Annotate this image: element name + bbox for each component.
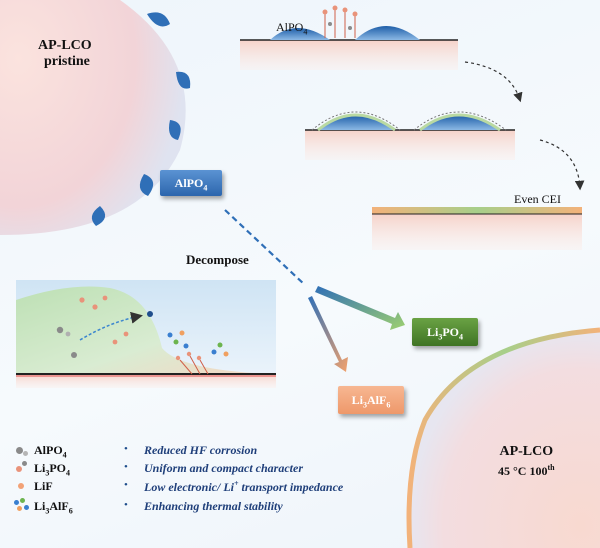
legend-row-li3po4: Li3PO4 • Uniform and compact character <box>14 460 434 478</box>
legend-name-li3po4: Li3PO4 <box>34 461 70 477</box>
alpo4-marker-icon <box>16 447 23 454</box>
pristine-label-line1: AP-LCO <box>38 38 92 53</box>
li3po4-marker-icon-small <box>22 461 27 466</box>
chip-li3po4-sub2: 4 <box>459 332 463 342</box>
arrow-to-li3po4 <box>315 286 405 330</box>
decompose-arrow <box>224 209 306 286</box>
cycled-label-line2-sup: th <box>547 463 555 472</box>
li3alf6-marker-icon-blue2 <box>24 505 29 510</box>
legend-name-li3alf6-main: Li <box>34 499 46 513</box>
cycled-label-line1: AP-LCO <box>499 444 554 459</box>
legend-name-li3po4-sub2: 4 <box>66 468 71 478</box>
chip-li3alf6-main: Li <box>351 393 363 407</box>
legend-name-li3alf6-rest: AlF <box>49 499 69 513</box>
legend-row-li3alf6: Li3AlF6 • Enhancing thermal stability <box>14 498 434 516</box>
chip-li3alf6-sub2: 6 <box>386 400 391 410</box>
chip-li3po4-mid: PO <box>442 325 459 339</box>
chip-alpo4-main: AlPO <box>174 176 204 190</box>
cycled-label-line2: 45 °C 100th <box>498 460 555 479</box>
legend-bullet-2: • <box>124 461 128 473</box>
legend-name-li3po4-main: Li <box>34 461 46 475</box>
legend-name-li3alf6: Li3AlF6 <box>34 499 73 515</box>
cycled-label: AP-LCO 45 °C 100th <box>498 444 555 479</box>
legend-name-li3alf6-sub: 3 <box>45 506 50 516</box>
even-cei-label: Even CEI <box>514 192 561 206</box>
top-alpo4-label-main: AlPO <box>276 20 304 34</box>
legend-desc-li3po4: Uniform and compact character <box>144 461 303 475</box>
legend-name-alpo4: AlPO4 <box>34 443 67 459</box>
chip-li3po4: Li3PO4 <box>412 318 478 346</box>
chip-alpo4-sub: 4 <box>203 183 208 193</box>
legend-row-alpo4: AlPO4 • Reduced HF corrosion <box>14 442 434 460</box>
legend-name-li3po4-sub: 3 <box>45 468 50 478</box>
li3po4-marker-icon <box>16 466 22 472</box>
legend-name-lif: LiF <box>34 479 53 493</box>
dashed-arrow-stage-2-3 <box>539 139 585 191</box>
chip-alpo4: AlPO4 <box>160 170 222 196</box>
pristine-label: AP-LCO pristine <box>38 38 92 70</box>
stage-3-substrate <box>372 207 582 250</box>
li3alf6-marker-icon-green <box>20 498 25 503</box>
legend-name-alpo4-sub: 4 <box>62 450 67 460</box>
dashed-arrow-stage-1-2 <box>464 61 523 103</box>
legend-desc-alpo4: Reduced HF corrosion <box>144 443 258 457</box>
stage-1-substrate <box>240 5 458 70</box>
legend-bullet-3: • <box>124 479 128 491</box>
lif-marker-icon <box>18 483 24 489</box>
cycled-label-line2-text: 45 °C 100 <box>498 464 548 478</box>
legend-name-li3po4-rest: PO <box>49 461 67 475</box>
chip-li3alf6-sub1: 3 <box>363 400 367 410</box>
decompose-label: Decompose <box>186 252 249 267</box>
legend-desc-lif-sup: + <box>233 479 239 488</box>
pristine-label-line2: pristine <box>44 54 90 69</box>
alpo4-marker-icon-small <box>23 451 28 456</box>
top-alpo4-label: AlPO4 <box>276 20 307 36</box>
cycled-particle <box>406 327 600 548</box>
pristine-particle <box>0 0 191 235</box>
legend-name-li3alf6-sub2: 6 <box>68 506 73 516</box>
li3alf6-marker-icon-orange <box>17 506 22 511</box>
legend-desc-lif: Low electronic/ Li+ transport impedance <box>144 479 343 495</box>
interface-scene <box>16 280 276 388</box>
legend-desc-lif-rest: transport impedance <box>238 480 344 494</box>
legend-row-lif: LiF • Low electronic/ Li+ transport impe… <box>14 478 434 496</box>
li3alf6-marker-icon <box>14 500 19 505</box>
legend-desc-li3alf6: Enhancing thermal stability <box>144 499 283 513</box>
chip-li3po4-main: Li <box>426 325 439 339</box>
chip-li3po4-sub1: 3 <box>438 332 443 342</box>
legend-desc-lif-main: Low electronic/ Li <box>144 480 234 494</box>
chip-li3alf6: Li3AlF6 <box>338 386 404 414</box>
legend-bullet-1: • <box>124 443 128 455</box>
chip-li3alf6-mid: AlF <box>367 393 387 407</box>
legend-bullet-4: • <box>124 499 128 511</box>
stage-2-substrate <box>305 111 515 160</box>
arrow-to-li3alf6 <box>308 296 348 372</box>
legend-name-alpo4-main: AlPO <box>34 443 63 457</box>
top-alpo4-label-sub: 4 <box>303 27 308 37</box>
